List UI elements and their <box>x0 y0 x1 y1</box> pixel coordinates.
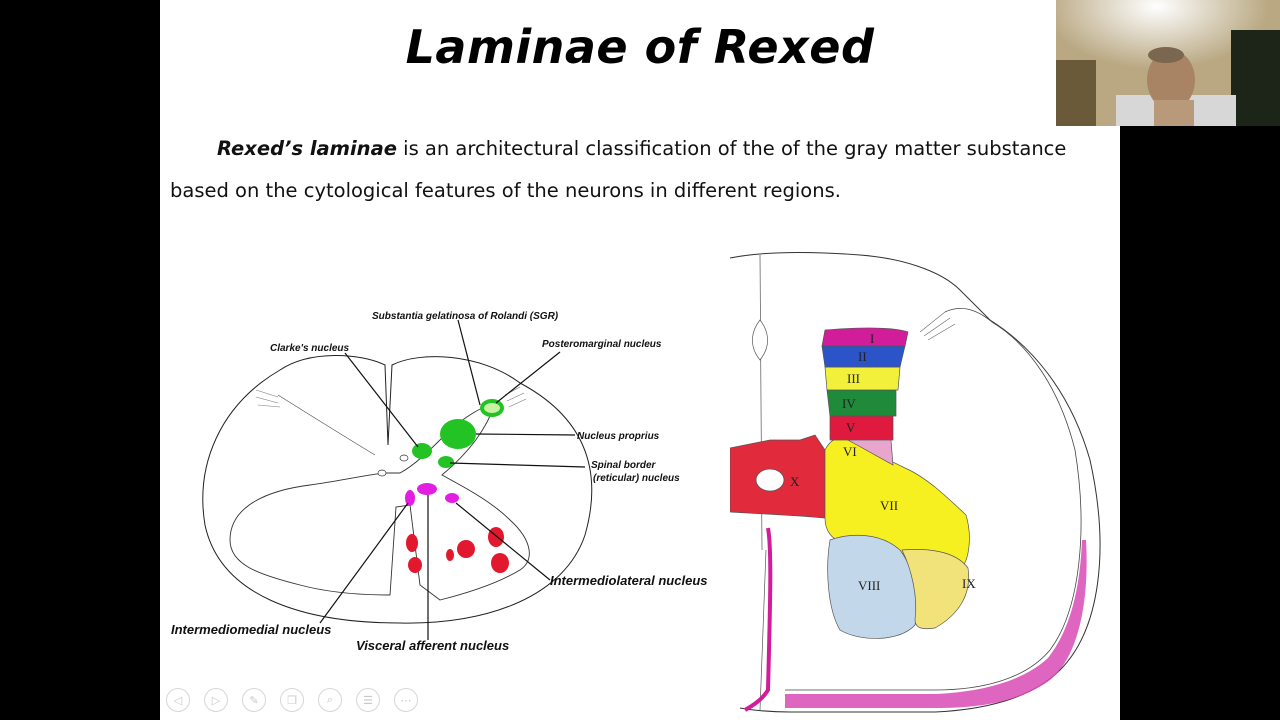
label-clarke: Clarke's nucleus <box>270 343 350 354</box>
label-spinal-border-2: (reticular) nucleus <box>593 473 680 484</box>
label-spinal-border-1: Spinal border <box>591 460 657 471</box>
label-IV: IV <box>842 396 856 411</box>
pen-icon[interactable]: ✎ <box>242 688 266 712</box>
label-II: II <box>858 349 867 364</box>
spinal-cord-nuclei-figure: Substantia gelatinosa of Rolandi (SGR) C… <box>171 311 708 653</box>
slide-title: Laminae of Rexed <box>405 20 875 74</box>
label-sgr: Substantia gelatinosa of Rolandi (SGR) <box>372 311 559 322</box>
zoom-icon[interactable]: ⌕ <box>318 688 342 712</box>
label-I: I <box>870 331 874 346</box>
slide-paragraph: Rexed’s laminae is an architectural clas… <box>170 128 1110 212</box>
lamina-V <box>829 415 894 441</box>
label-visceral: Visceral afferent nucleus <box>356 638 509 653</box>
lamina-III <box>824 366 901 391</box>
menu-icon[interactable]: ☰ <box>356 688 380 712</box>
label-VI: VI <box>843 444 857 459</box>
label-VII: VII <box>880 498 898 513</box>
presentation-slide: Laminae of Rexed Rexed’s laminae is an a… <box>160 0 1120 720</box>
gray-matter-outline <box>229 402 530 601</box>
lamina-IX <box>901 549 970 630</box>
nucleus-proprius-mark <box>440 419 476 449</box>
copy-icon[interactable]: ❐ <box>280 688 304 712</box>
label-V: V <box>846 420 856 435</box>
presenter-toolbar: ◁ ▷ ✎ ❐ ⌕ ☰ ⋯ <box>166 688 418 712</box>
label-intermediomedial: Intermediomedial nucleus <box>171 622 331 637</box>
rexed-laminae-figure: X VII VIII IX VI V IV III II I <box>730 251 1101 713</box>
paragraph-term: Rexed’s laminae <box>217 137 397 160</box>
label-III: III <box>847 371 860 386</box>
lamina-VIII <box>827 535 918 639</box>
more-icon[interactable]: ⋯ <box>394 688 418 712</box>
clarke-mark <box>412 443 432 459</box>
webcam-image <box>1056 0 1280 126</box>
prev-icon[interactable]: ◁ <box>166 688 190 712</box>
spinal-border-mark <box>438 456 454 468</box>
label-posteromarginal: Posteromarginal nucleus <box>542 339 662 350</box>
label-X: X <box>790 474 800 489</box>
lamina-I <box>821 327 909 347</box>
label-proprius: Nucleus proprius <box>577 431 660 442</box>
visceral-afferent-mark <box>417 483 437 495</box>
lamina-IV <box>826 389 897 417</box>
next-icon[interactable]: ▷ <box>204 688 228 712</box>
intermediolateral-mark <box>445 493 459 503</box>
paragraph-text: is an architectural classification of th… <box>170 137 1067 202</box>
label-IX: IX <box>962 576 976 591</box>
webcam-overlay <box>1056 0 1280 126</box>
intermediomedial-mark <box>405 490 415 506</box>
label-intermediolateral: Intermediolateral nucleus <box>550 573 708 588</box>
label-VIII: VIII <box>858 578 880 593</box>
